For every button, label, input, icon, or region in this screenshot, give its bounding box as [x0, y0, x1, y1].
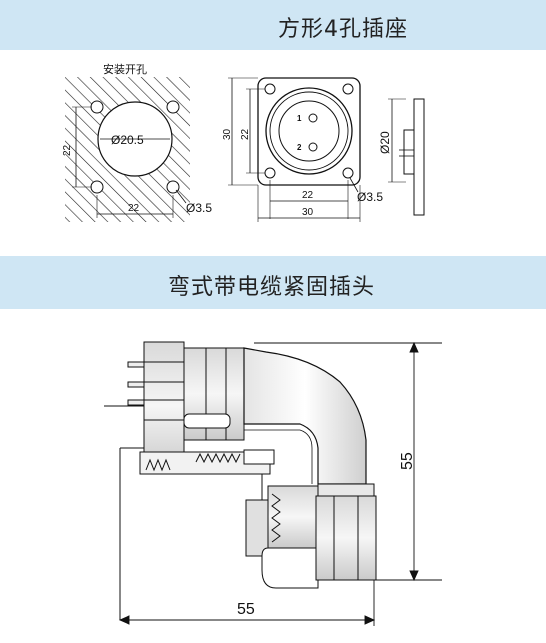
thread-section [139, 449, 275, 475]
right-angle-plug-drawing: 55 55 [104, 341, 442, 626]
mounting-dim-vertical: 22 [62, 144, 73, 156]
pin-1 [308, 113, 318, 123]
section1-banner: 方形4孔插座 [0, 0, 546, 50]
section2-title: 弯式带电缆紧固插头 [168, 275, 376, 300]
corner-hole-tr [166, 100, 180, 114]
socket-side-drawing: Ø20 [378, 98, 425, 216]
pin-2 [308, 142, 318, 152]
socket-dim-inner-height: 22 [240, 128, 251, 140]
coupling-nut [183, 347, 245, 441]
width-dimension [118, 580, 376, 626]
mounting-dim-hole: Ø3.5 [186, 201, 212, 215]
mounting-dim-center-dia: Ø20.5 [111, 133, 144, 147]
mounting-dim-horizontal: 22 [128, 203, 140, 214]
rear-pins [127, 361, 147, 406]
socket-dim-hole: Ø3.5 [357, 190, 383, 204]
socket-outer-ring [265, 87, 353, 175]
dim-width-label: 55 [237, 601, 255, 618]
cable-channel [240, 473, 319, 589]
socket-body [143, 341, 185, 471]
section1-title: 方形4孔插座 [278, 17, 408, 42]
socket-dim-outer-width: 30 [302, 207, 314, 218]
corner-hole-bl [90, 180, 104, 194]
socket-front-drawing: 1 2 30 22 22 30 Ø3.5 [222, 77, 383, 222]
dim-height-label: 55 [399, 452, 416, 470]
socket-dim-inner-width: 22 [302, 190, 314, 201]
height-dimension [254, 341, 442, 582]
cable-gland [245, 483, 377, 581]
side-dim-dia: Ø20 [378, 131, 392, 154]
section2-banner: 弯式带电缆紧固插头 [0, 256, 546, 309]
pin-1-label: 1 [297, 114, 302, 123]
socket-dim-outer-height: 30 [222, 128, 233, 140]
pin-2-label: 2 [297, 143, 302, 152]
corner-hole-tl [90, 100, 104, 114]
mounting-hole-label: 安装开孔 [103, 62, 147, 76]
elbow-housing [243, 347, 367, 485]
socket-drawings: 安装开孔 Ø20.5 22 22 Ø3.5 1 [62, 62, 425, 222]
mounting-hole-drawing: 安装开孔 Ø20.5 22 22 Ø3.5 [62, 62, 212, 222]
socket-flange [257, 77, 361, 186]
